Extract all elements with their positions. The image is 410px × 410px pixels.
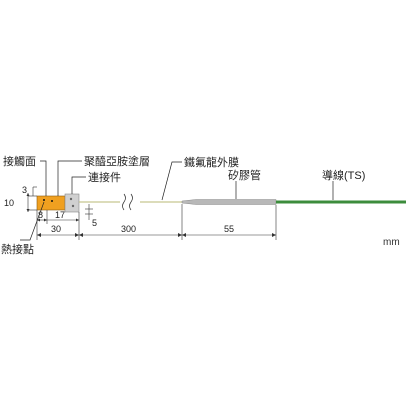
silicone-tube — [181, 199, 277, 205]
dim-3: 3 — [22, 185, 27, 195]
sensor-tip — [36, 195, 66, 211]
connector-dot — [69, 197, 73, 201]
dim-30: 30 — [51, 224, 61, 234]
label-contact-surface: 接觸面 — [3, 154, 36, 168]
arrowhead — [26, 193, 30, 196]
connector-block — [64, 193, 80, 213]
label-silicone-tube: 矽膠管 — [228, 168, 261, 182]
leader-connector — [71, 176, 86, 194]
arrowhead — [37, 218, 40, 222]
arrowhead — [76, 218, 79, 222]
arrowhead — [178, 233, 182, 237]
dim-17: 17 — [55, 210, 65, 220]
arrowhead — [272, 233, 276, 237]
label-connector: 連接件 — [88, 170, 121, 184]
label-ptfe-film: 鐵氟龍外膜 — [184, 155, 239, 169]
arrowhead — [75, 233, 79, 237]
leader-ptfe — [161, 161, 182, 201]
lead-wire — [276, 200, 406, 204]
junction-dot — [43, 199, 45, 201]
label-junction: 熱接點 — [1, 243, 34, 256]
leader-contact-surface — [40, 160, 47, 196]
break-mark — [129, 193, 133, 211]
dim-10: 10 — [4, 198, 14, 208]
leader-junction — [20, 201, 45, 241]
dim-300: 300 — [121, 224, 136, 234]
connector-dot — [71, 204, 75, 208]
dim-55: 55 — [224, 224, 234, 234]
arrowhead — [26, 209, 30, 212]
label-polyimide-coating: 聚醯亞胺塗層 — [84, 154, 150, 168]
dim-5: 5 — [92, 218, 97, 228]
arrowhead — [79, 233, 83, 237]
arrowhead — [37, 233, 41, 237]
break-mark — [122, 193, 126, 211]
junction-dot — [51, 200, 53, 202]
leader-polyimide — [57, 160, 82, 196]
label-lead-wire: 導線(TS) — [322, 168, 365, 182]
arrowhead — [182, 233, 186, 237]
arrowhead — [44, 218, 47, 222]
dim-8: 8 — [38, 210, 43, 220]
unit-label: mm — [383, 237, 400, 248]
